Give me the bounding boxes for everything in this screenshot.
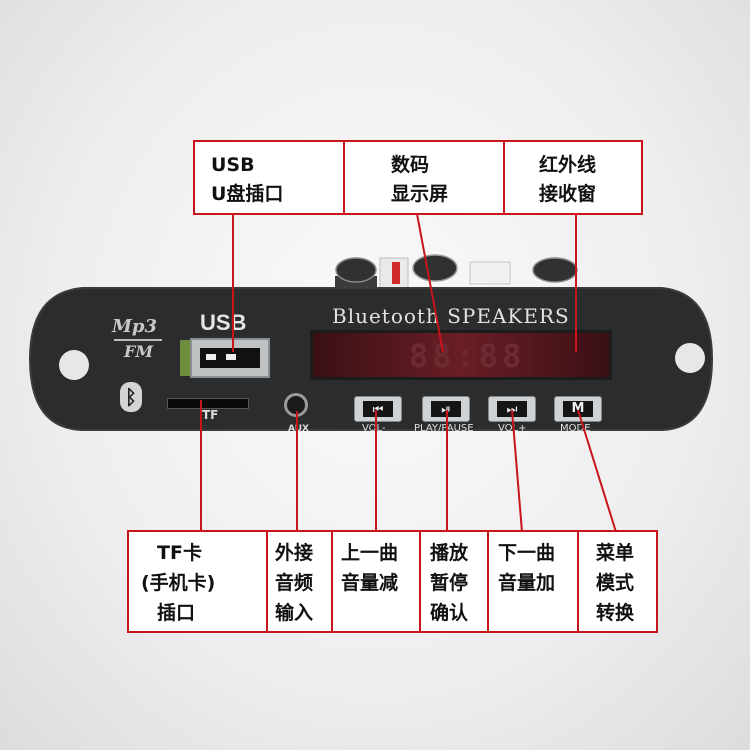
next-button[interactable]: ⏭ [488, 396, 536, 422]
next-callout-line1: 下一曲 [498, 542, 556, 564]
tf-callout-line3: 插口 [157, 602, 196, 624]
usb-callout-line2: U盘插口 [211, 183, 284, 205]
aux-jack[interactable] [284, 393, 308, 417]
menu-callout-line2: 模式 [596, 572, 635, 594]
vol-minus-label: VOL- [362, 423, 386, 434]
prev-icon: ⏮ [363, 401, 393, 417]
ir-callout: 红外线 接收窗 [503, 140, 643, 215]
aux-label: AUX [288, 424, 309, 434]
mode-label: MODE [560, 423, 591, 434]
menu-callout-line1: 菜单 [596, 542, 635, 564]
display-callout: 数码 显示屏 [343, 140, 505, 215]
mode-icon: M [563, 401, 593, 417]
logo-divider [114, 339, 162, 341]
play-callout-line3: 确认 [430, 602, 469, 624]
digital-display: 88:88 [310, 330, 612, 380]
ir-callout-line1: 红外线 [539, 154, 597, 176]
mode-button[interactable]: M [554, 396, 602, 422]
play-pause-button[interactable]: ⏯ [422, 396, 470, 422]
aux-callout: 外接 音频 输入 [266, 530, 333, 633]
menu-callout-line3: 转换 [596, 602, 635, 624]
aux-callout-line3: 输入 [275, 602, 314, 624]
bluetooth-icon: ᛒ [120, 382, 142, 412]
prev-callout-line1: 上一曲 [341, 542, 399, 564]
play-pause-icon: ⏯ [431, 401, 461, 417]
prev-button[interactable]: ⏮ [354, 396, 402, 422]
tf-callout-line1: TF卡 [157, 542, 202, 564]
tf-callout: TF卡 (手机卡) 插口 [127, 530, 268, 633]
play-callout-line2: 暂停 [430, 572, 469, 594]
display-digits: 88:88 [409, 337, 526, 375]
tf-label: TF [202, 408, 219, 422]
next-icon: ⏭ [497, 401, 527, 417]
bluetooth-speakers-title: Bluetooth SPEAKERS [332, 304, 570, 328]
vol-plus-label: VOL+ [498, 423, 527, 434]
tf-callout-line2: (手机卡) [141, 572, 216, 594]
ir-callout-line2: 接收窗 [539, 183, 597, 205]
next-callout-line2: 音量加 [498, 572, 556, 594]
display-callout-line1: 数码 [391, 154, 430, 176]
bluetooth-board: Mp3 FM ᛒ USB TF AUX Bluetooth SPEAKERS 8… [22, 278, 718, 440]
prev-callout: 上一曲 音量减 [331, 530, 421, 633]
play-pause-label: PLAY/PAUSE [414, 423, 474, 434]
fm-logo: FM [124, 342, 154, 361]
mp3-logo: Mp3 [112, 316, 158, 337]
prev-callout-line2: 音量减 [341, 572, 399, 594]
play-callout-line1: 播放 [430, 542, 469, 564]
aux-callout-line1: 外接 [275, 542, 314, 564]
usb-callout-line1: USB [211, 154, 255, 176]
usb-port[interactable] [180, 338, 270, 378]
menu-callout: 菜单 模式 转换 [577, 530, 658, 633]
display-callout-line2: 显示屏 [391, 183, 449, 205]
aux-callout-line2: 音频 [275, 572, 314, 594]
next-callout: 下一曲 音量加 [487, 530, 579, 633]
play-callout: 播放 暂停 确认 [419, 530, 489, 633]
usb-label: USB [200, 310, 247, 335]
tf-card-slot[interactable] [167, 398, 249, 409]
